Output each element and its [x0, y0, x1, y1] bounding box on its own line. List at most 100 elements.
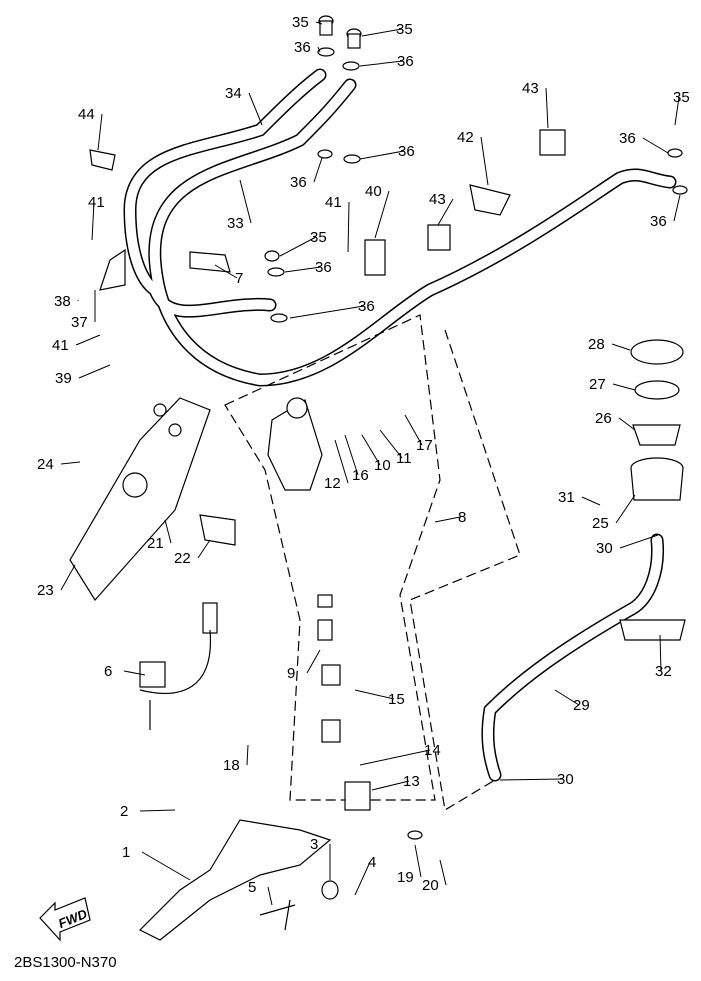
leader-line	[347, 201, 350, 253]
callout-36: 36	[294, 39, 311, 56]
leader-line	[75, 334, 101, 346]
callout-42: 42	[457, 129, 474, 146]
callout-38: 38	[54, 293, 71, 310]
leader-line	[246, 744, 249, 766]
leader-line	[354, 861, 371, 896]
callout-28: 28	[588, 336, 605, 353]
callout-17: 17	[416, 437, 433, 454]
callout-19: 19	[397, 869, 414, 886]
callout-16: 16	[352, 467, 369, 484]
leader-line	[359, 749, 431, 766]
leader-line	[289, 305, 365, 319]
callout-24: 24	[37, 456, 54, 473]
callout-6: 6	[104, 663, 112, 680]
leader-line	[78, 364, 111, 379]
callout-34: 34	[225, 85, 242, 102]
leader-line	[267, 886, 273, 906]
leader-line	[139, 809, 176, 812]
leader-line	[673, 194, 681, 222]
callout-18: 18	[223, 757, 240, 774]
leader-line	[642, 137, 669, 154]
callout-30: 30	[596, 540, 613, 557]
callout-22: 22	[174, 550, 191, 567]
leader-line	[248, 92, 263, 126]
leader-line	[371, 780, 410, 791]
leader-line	[414, 844, 422, 878]
leader-line	[317, 46, 321, 53]
leader-line	[354, 689, 395, 700]
leader-line	[60, 461, 81, 465]
callout-36: 36	[315, 259, 332, 276]
leader-line	[214, 264, 238, 279]
callout-37: 37	[71, 314, 88, 331]
callout-27: 27	[589, 376, 606, 393]
callout-30: 30	[557, 771, 574, 788]
drawing-lines	[39, 15, 688, 942]
callout-5: 5	[248, 879, 256, 896]
callout-3: 3	[310, 836, 318, 853]
leader-line	[123, 670, 146, 676]
callout-10: 10	[374, 457, 391, 474]
callout-36: 36	[398, 143, 415, 160]
callout-36: 36	[358, 298, 375, 315]
leader-line	[554, 689, 580, 706]
brake-hose-fill	[124, 70, 675, 780]
leader-line	[315, 21, 323, 25]
callout-35: 35	[292, 14, 309, 31]
callout-4: 4	[368, 854, 376, 871]
callout-25: 25	[592, 515, 609, 532]
callout-15: 15	[388, 691, 405, 708]
callout-36: 36	[619, 130, 636, 147]
leader-line	[379, 429, 403, 459]
leader-line	[313, 157, 323, 183]
callout-29: 29	[573, 697, 590, 714]
callout-23: 23	[37, 582, 54, 599]
callout-11: 11	[396, 450, 412, 467]
leader-line	[60, 564, 76, 591]
leader-line	[437, 198, 454, 226]
leader-line	[164, 519, 172, 544]
leader-line	[141, 851, 191, 881]
callout-35: 35	[310, 229, 327, 246]
callout-41: 41	[88, 194, 105, 211]
leader-line	[619, 534, 659, 549]
leader-line	[404, 414, 423, 446]
leader-line	[615, 494, 636, 524]
callout-1: 1	[122, 844, 130, 861]
callout-43: 43	[522, 80, 539, 97]
leader-line	[97, 113, 103, 151]
callout-36: 36	[397, 53, 414, 70]
callout-26: 26	[595, 410, 612, 427]
leader-line	[612, 383, 636, 391]
callout-14: 14	[424, 742, 441, 759]
leader-line	[284, 266, 322, 273]
leader-line	[306, 649, 321, 674]
callout-41: 41	[325, 194, 342, 211]
leader-line	[359, 150, 405, 160]
leader-line	[581, 496, 601, 506]
leader-line	[91, 201, 95, 241]
callout-41: 41	[52, 337, 69, 354]
brake-hose-outline	[123, 68, 677, 782]
leader-line	[545, 87, 549, 129]
leader-lines	[60, 21, 681, 906]
leader-line	[611, 343, 631, 351]
leader-line	[197, 539, 211, 559]
callout-43: 43	[429, 191, 446, 208]
callout-21: 21	[147, 535, 164, 552]
leader-line	[480, 136, 489, 186]
callout-36: 36	[290, 174, 307, 191]
diagram-code: 2BS1300-N370	[14, 954, 117, 971]
callout-2: 2	[120, 803, 128, 820]
leader-line	[659, 634, 662, 672]
leader-line	[344, 434, 359, 476]
leader-line	[374, 190, 390, 239]
callout-32: 32	[655, 663, 672, 680]
leader-line	[434, 516, 461, 523]
callout-20: 20	[422, 877, 439, 894]
callout-7: 7	[235, 270, 243, 287]
leader-line	[674, 96, 680, 126]
callout-33: 33	[227, 215, 244, 232]
